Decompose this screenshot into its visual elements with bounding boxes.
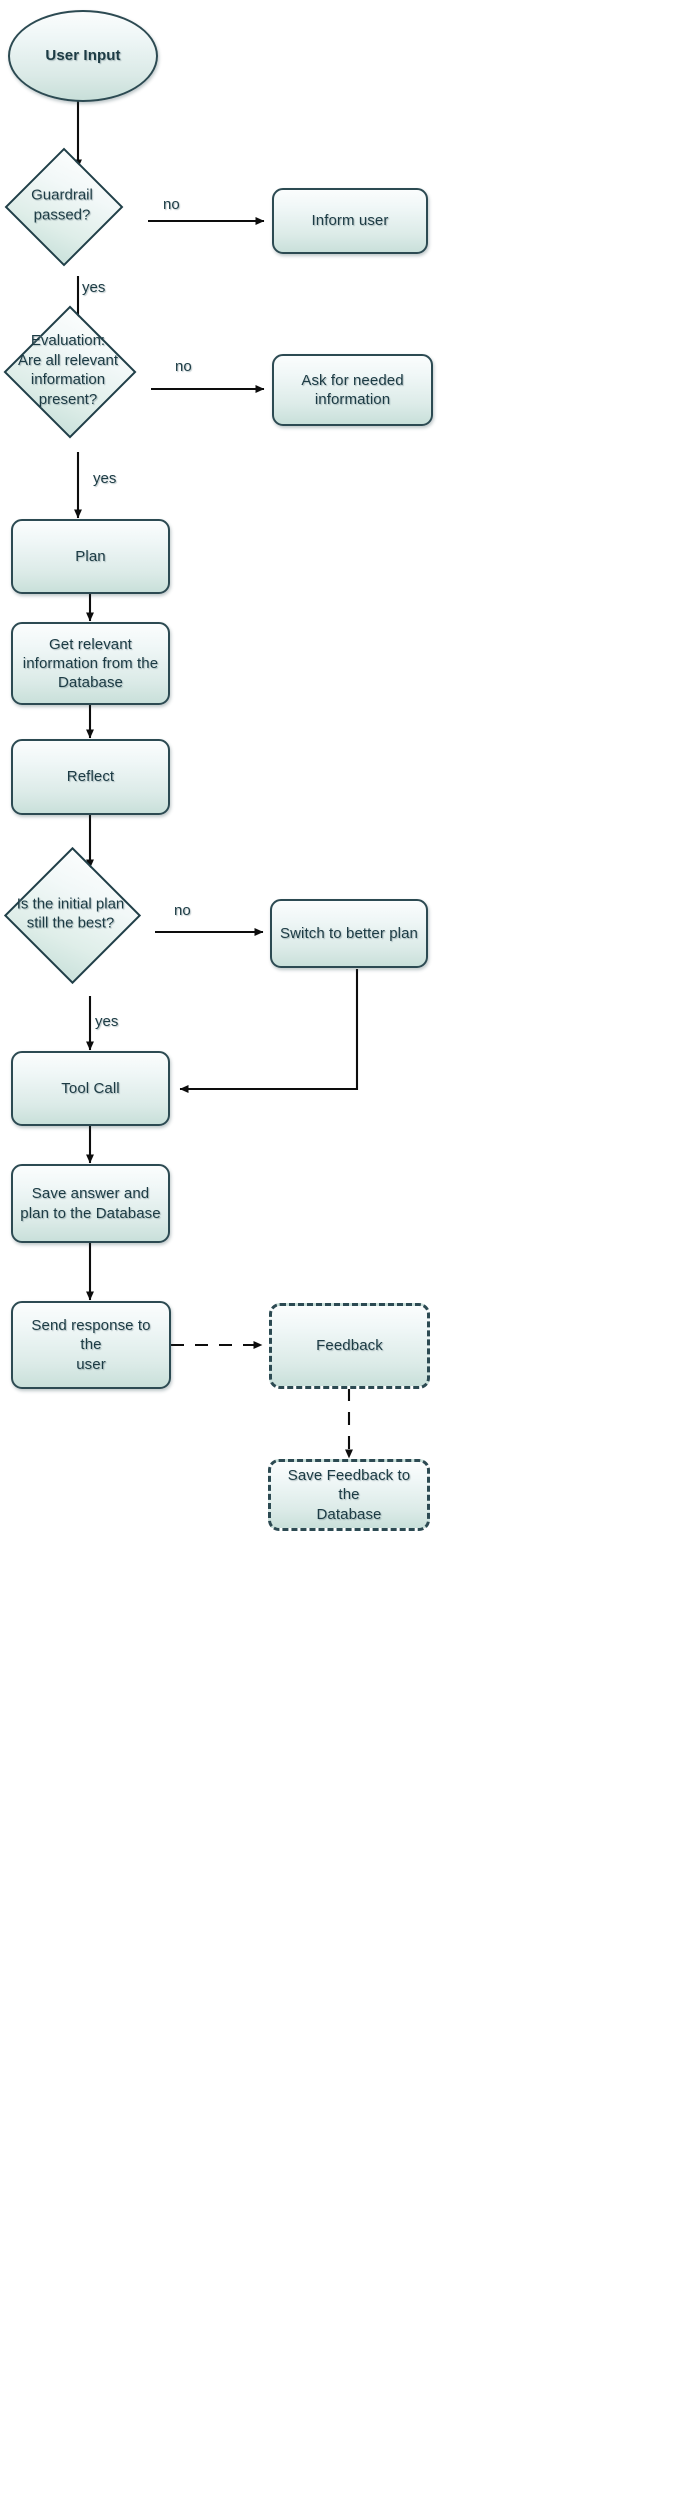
node-tool-call[interactable]: Tool Call: [11, 1051, 170, 1126]
node-ask-for-needed-information-label: Ask for needed information: [295, 371, 409, 409]
node-inform-user-label: Inform user: [311, 212, 389, 230]
evaluation-line-1: Evaluation:: [30, 332, 106, 349]
ask-info-line-2: information: [314, 391, 391, 408]
send-response-line-1: Send response to the: [31, 1317, 151, 1354]
evaluation-line-3: information: [30, 371, 106, 388]
node-guardrail-passed[interactable]: Guardrail passed?: [4, 147, 124, 267]
node-send-response-to-user-label: Send response to the user: [13, 1316, 169, 1374]
node-is-initial-plan-still-best-label: Is the initial plan still the best?: [0, 894, 141, 933]
guardrail-line-1: Guardrail: [31, 186, 93, 204]
node-save-feedback-to-database[interactable]: Save Feedback to the Database: [268, 1459, 430, 1531]
still-best-line-1: Is the initial plan: [16, 895, 125, 912]
get-info-line-3: Database: [57, 674, 123, 692]
node-user-input-label: User Input: [45, 47, 121, 65]
save-feedback-line-1: Save Feedback to the: [287, 1467, 411, 1504]
node-guardrail-passed-label: Guardrail passed?: [1, 186, 123, 225]
guardrail-line-2: passed?: [33, 206, 91, 223]
evaluation-line-2: Are all relevant: [17, 351, 119, 369]
node-save-answer-and-plan-label: Save answer and plan to the Database: [14, 1184, 166, 1222]
node-ask-for-needed-information[interactable]: Ask for needed information: [272, 354, 433, 426]
edge-label-still-best-no: no: [174, 902, 191, 919]
save-feedback-line-2: Database: [316, 1505, 382, 1523]
node-reflect[interactable]: Reflect: [11, 739, 170, 815]
edge-label-evaluation-yes: yes: [93, 470, 117, 487]
get-info-line-1: Get relevant: [49, 635, 132, 653]
node-inform-user[interactable]: Inform user: [272, 188, 428, 254]
node-feedback-label: Feedback: [316, 1337, 383, 1355]
node-is-initial-plan-still-best[interactable]: Is the initial plan still the best?: [3, 846, 142, 985]
node-switch-to-better-plan-label: Switch to better plan: [279, 924, 418, 942]
edge-label-evaluation-no: no: [175, 358, 192, 375]
node-get-relevant-information[interactable]: Get relevant information from the Databa…: [11, 622, 170, 705]
node-save-feedback-to-database-label: Save Feedback to the Database: [271, 1466, 427, 1524]
node-feedback[interactable]: Feedback: [269, 1303, 430, 1389]
node-reflect-label: Reflect: [66, 768, 115, 786]
save-answer-line-2: plan to the Database: [20, 1204, 161, 1222]
edge-label-guardrail-no: no: [163, 196, 180, 213]
edge-label-still-best-yes: yes: [95, 1013, 119, 1030]
ask-info-line-1: Ask for needed: [301, 371, 404, 389]
node-plan-label: Plan: [75, 547, 106, 565]
still-best-line-2: still the best?: [26, 914, 115, 932]
node-evaluation[interactable]: Evaluation: Are all relevant information…: [3, 305, 137, 439]
node-user-input[interactable]: User Input: [8, 10, 158, 102]
node-switch-to-better-plan[interactable]: Switch to better plan: [270, 899, 428, 968]
get-info-line-2: information from the: [22, 654, 159, 672]
node-evaluation-label: Evaluation: Are all relevant information…: [0, 331, 136, 409]
node-tool-call-label: Tool Call: [61, 1079, 120, 1097]
send-response-line-2: user: [76, 1355, 106, 1373]
evaluation-line-4: present?: [38, 390, 98, 408]
save-answer-line-1: Save answer and: [31, 1185, 150, 1203]
node-save-answer-and-plan[interactable]: Save answer and plan to the Database: [11, 1164, 170, 1243]
edge-switch-plan-to-tool-call: [179, 969, 359, 1093]
edge-label-guardrail-yes: yes: [82, 279, 106, 296]
node-get-relevant-information-label: Get relevant information from the Databa…: [17, 635, 164, 693]
node-plan[interactable]: Plan: [11, 519, 170, 594]
node-send-response-to-user[interactable]: Send response to the user: [11, 1301, 171, 1389]
